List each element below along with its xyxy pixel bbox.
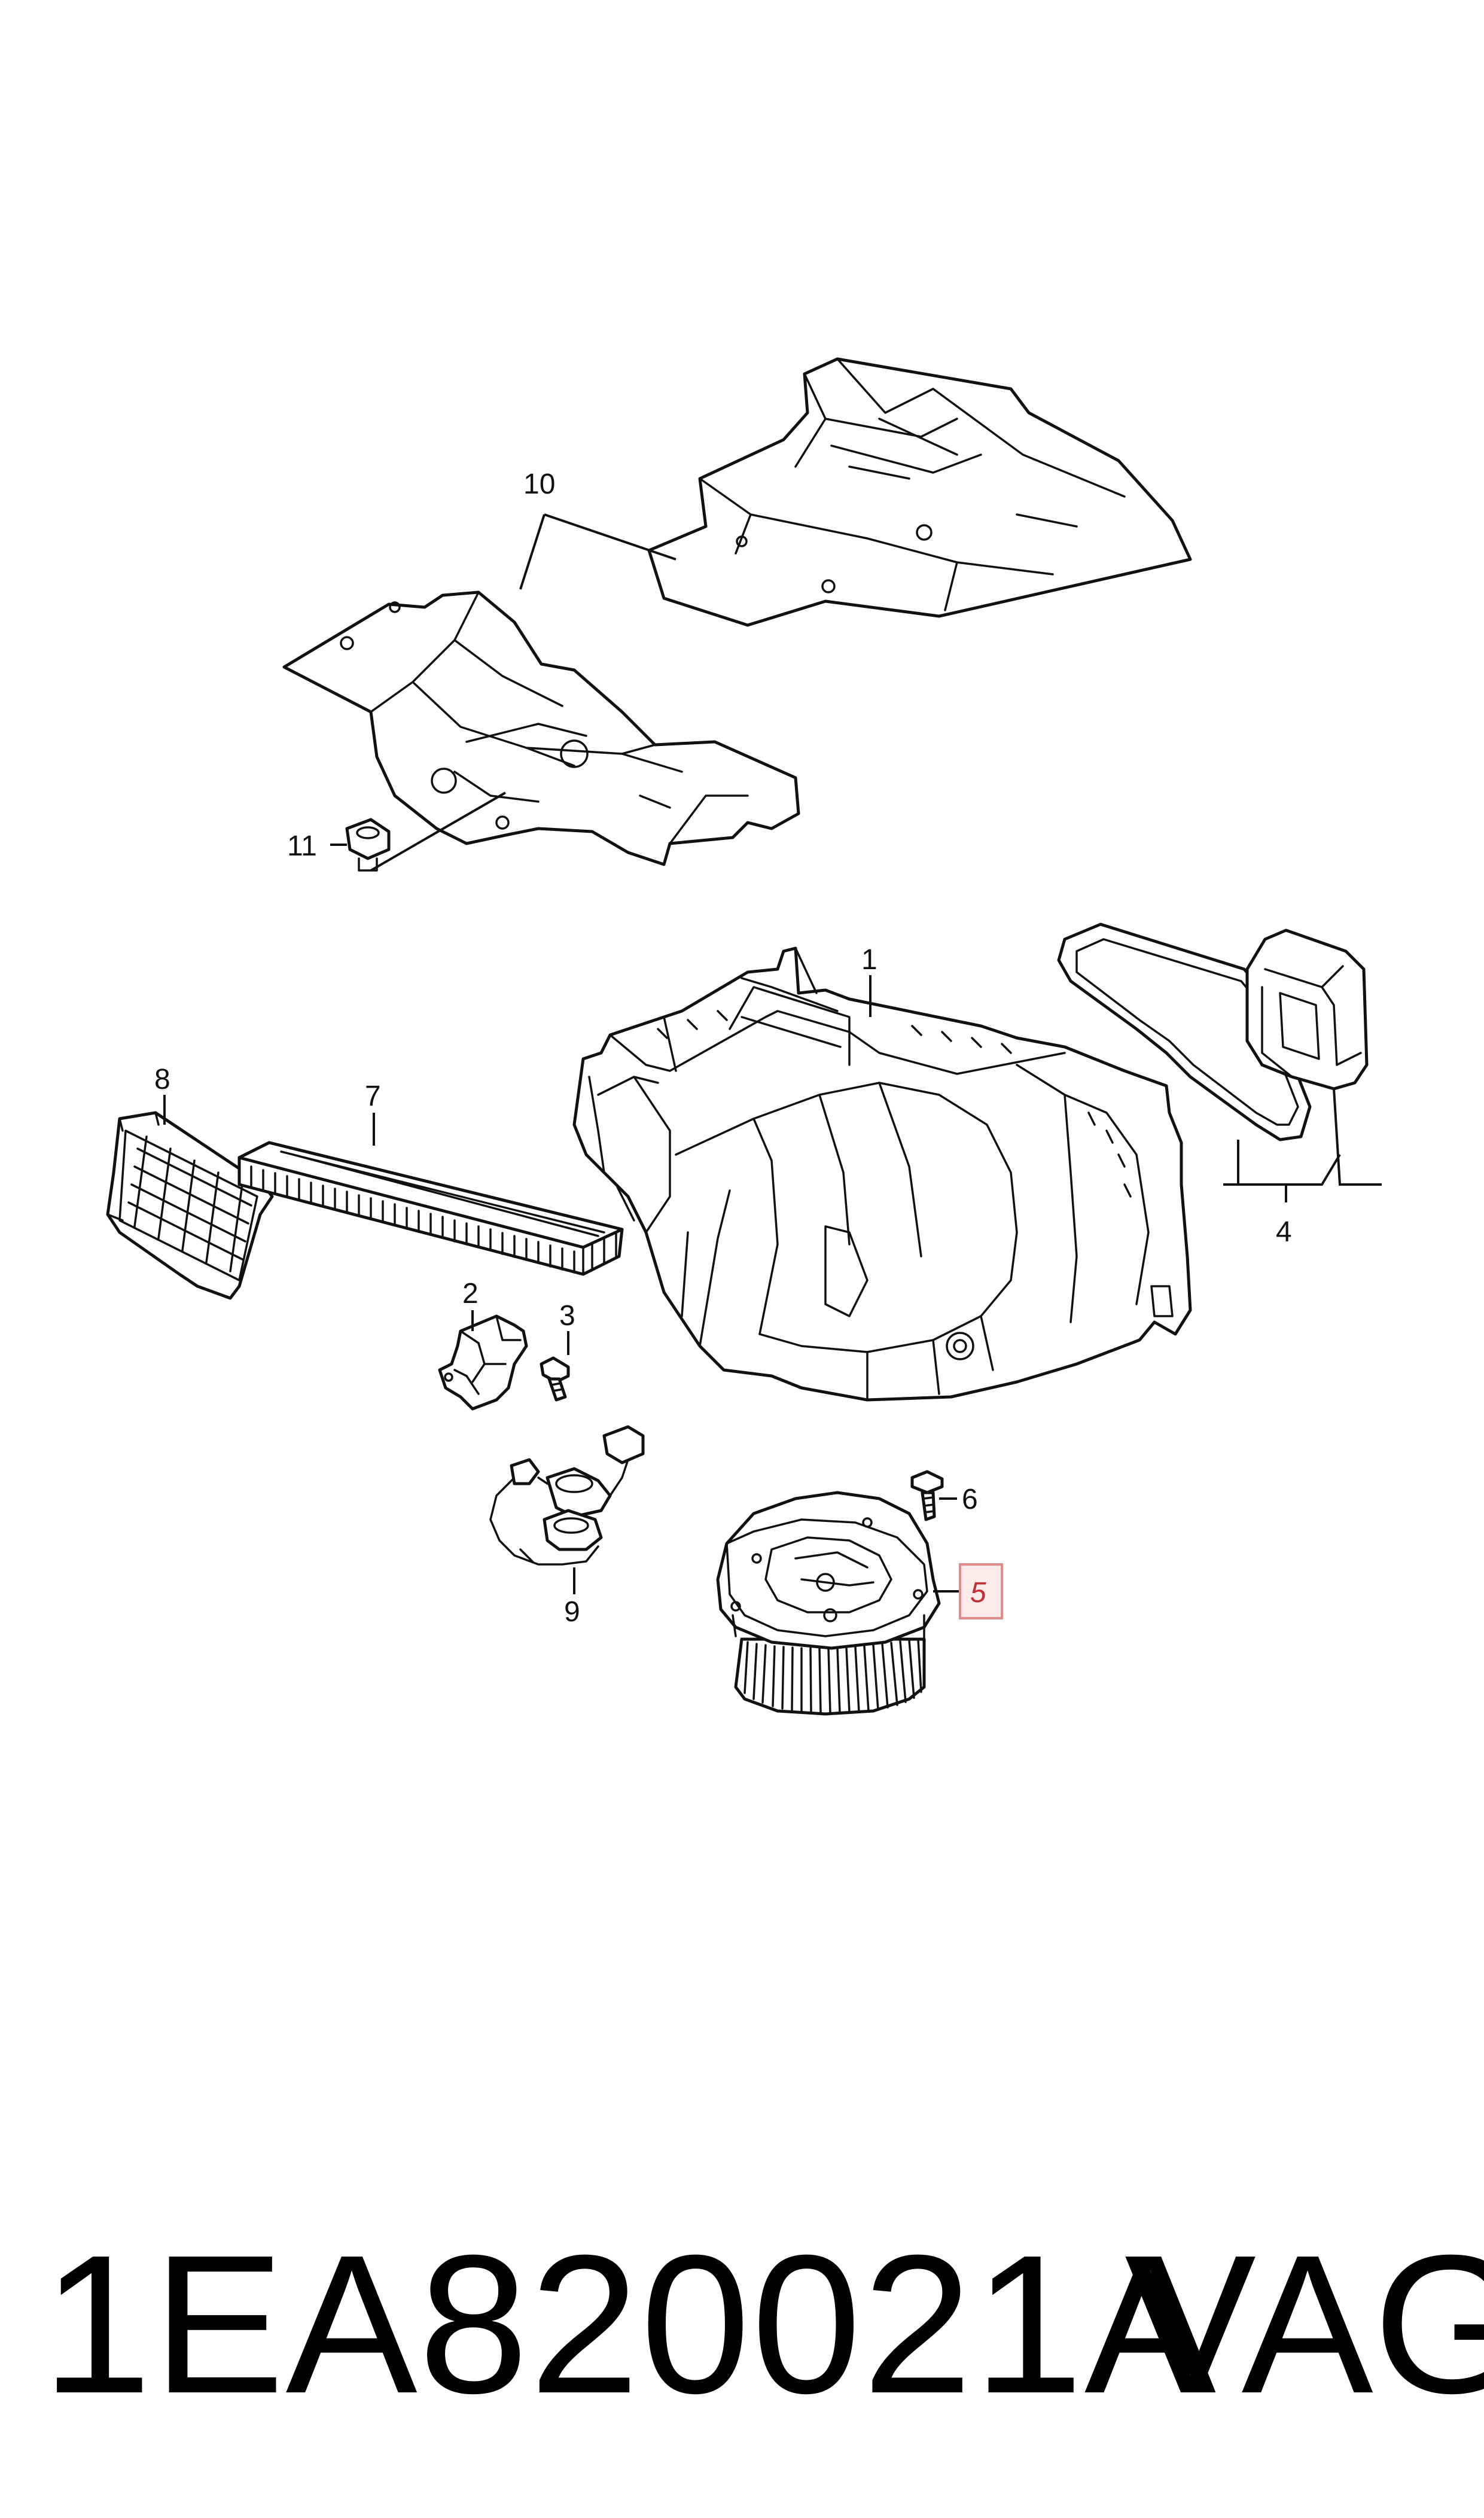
highlight-box (959, 1563, 1003, 1619)
bracket-icon (438, 1314, 528, 1411)
filter-cover-icon (106, 1111, 274, 1300)
insulation-panel-icon (282, 357, 1192, 866)
callout-8: 8 (154, 1064, 170, 1095)
callout-9: 9 (564, 1596, 580, 1628)
callout-4: 4 (1276, 1216, 1292, 1248)
callout-7: 7 (365, 1080, 381, 1112)
blower-motor-icon (716, 1491, 941, 1716)
callout-1: 1 (861, 944, 877, 976)
screw-icon (910, 1470, 944, 1521)
callout-2: 2 (462, 1278, 479, 1310)
gasket-seal-icon (1057, 922, 1369, 1141)
callout-11: 11 (287, 830, 317, 862)
callout-5[interactable]: 5 (970, 1577, 986, 1609)
hvac-housing-icon (572, 946, 1192, 1402)
callout-3: 3 (559, 1300, 575, 1332)
nut-icon (345, 818, 391, 872)
callout-10: 10 (523, 468, 555, 500)
brand-label: VAG (1125, 2213, 1484, 2434)
part-number: 1EA820021A (42, 2213, 1218, 2434)
wiring-harness-icon (489, 1425, 645, 1566)
callout-6: 6 (962, 1484, 978, 1515)
cabin-filter-icon (237, 1141, 624, 1276)
screw-icon (540, 1356, 570, 1402)
